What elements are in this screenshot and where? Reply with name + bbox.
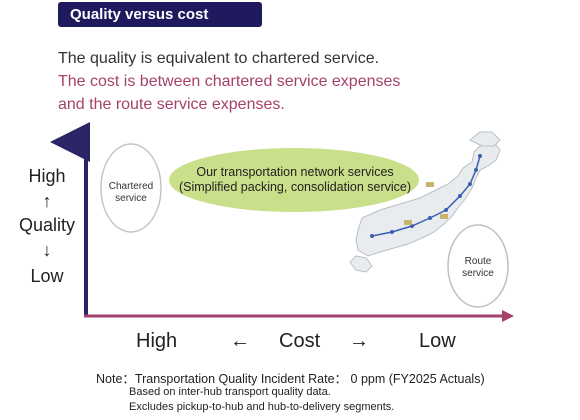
note-main: Note：Transportation Quality Incident Rat… — [96, 372, 485, 386]
route-service-ellipse — [447, 224, 509, 308]
y-axis-arrow-up: ↑ — [42, 191, 52, 211]
chartered-service-ellipse — [100, 143, 162, 233]
page-title: Quality versus cost — [70, 6, 209, 23]
chartered-service-label: Chartered service — [108, 181, 154, 204]
note-sub-1: Based on inter-hub transport quality dat… — [129, 386, 331, 398]
x-axis-cost: Cost — [279, 330, 321, 352]
y-axis-arrow-down: ↓ — [42, 240, 52, 260]
x-axis-arrow-left: ← — [230, 330, 250, 352]
title-banner: Quality versus cost — [58, 2, 262, 27]
y-axis-quality: Quality — [18, 215, 76, 235]
japan-map — [349, 131, 501, 273]
intro-line-3: and the route service expenses. — [58, 96, 285, 113]
route-service-label: Route service — [462, 256, 494, 279]
network-service-ellipse — [169, 148, 419, 212]
x-axis-arrow-right: → — [349, 330, 369, 352]
y-axis-low: Low — [30, 266, 64, 286]
x-axis-low: Low — [419, 330, 456, 352]
y-axis-high: High — [28, 166, 66, 186]
intro-line-2: The cost is between chartered service ex… — [58, 73, 401, 90]
x-axis-high: High — [136, 330, 178, 352]
intro-line-1: The quality is equivalent to chartered s… — [58, 50, 380, 67]
x-axis-arrowhead — [502, 310, 514, 322]
note-sub-2: Excludes pickup-to-hub and hub-to-delive… — [129, 401, 395, 413]
network-service-label: Our transportation network services (Sim… — [178, 165, 412, 194]
